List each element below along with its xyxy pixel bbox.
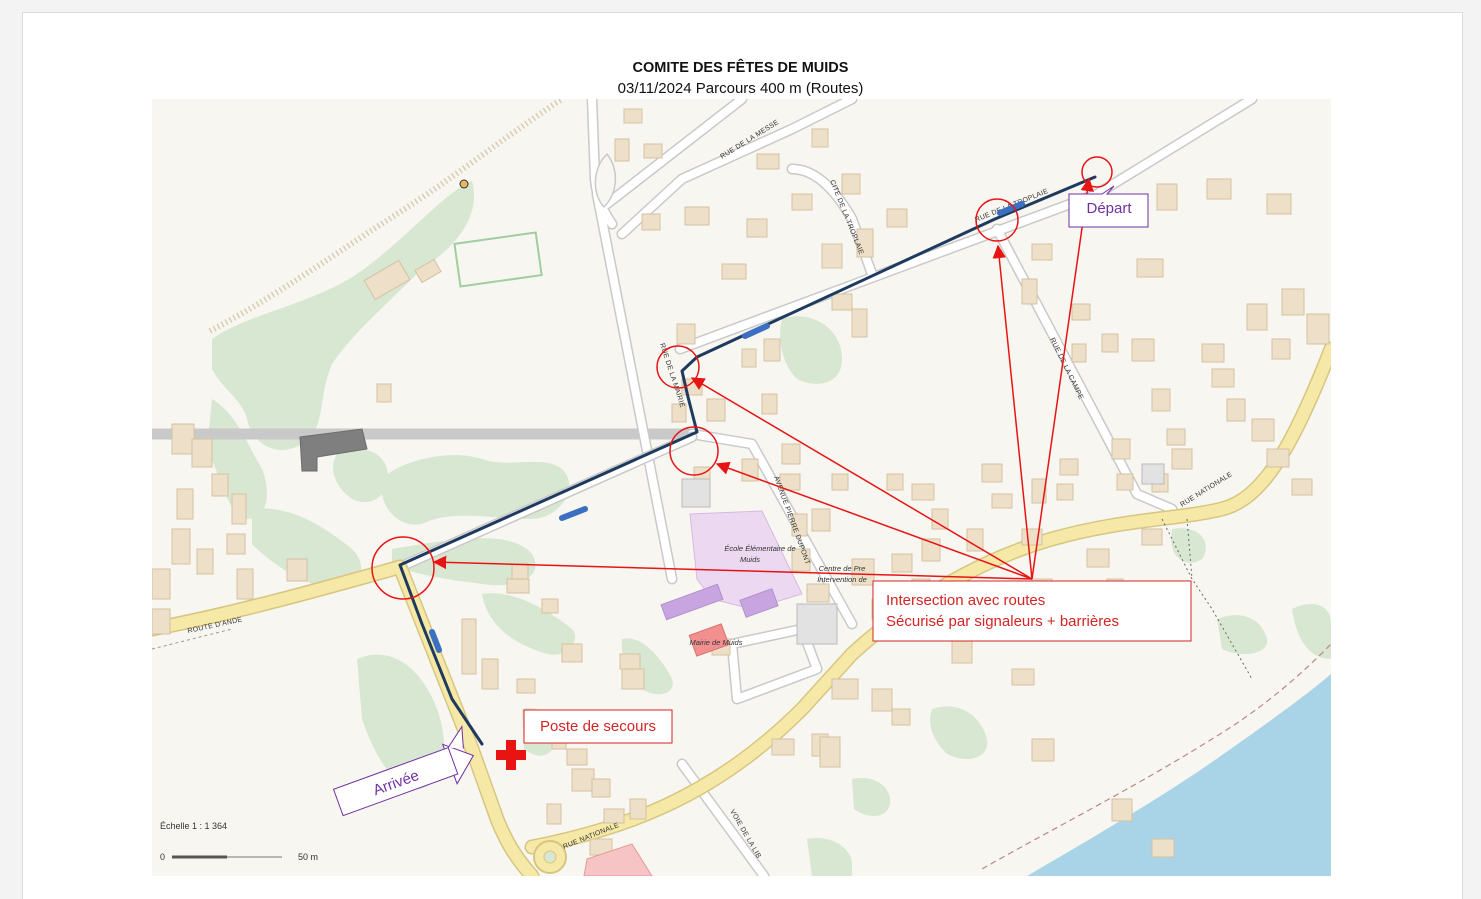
- callout-arrivee[interactable]: Arrivée: [328, 725, 480, 824]
- race-route: [398, 175, 1097, 746]
- institutional-buildings: [299, 428, 1165, 876]
- callout-depart[interactable]: Départ: [1068, 185, 1149, 228]
- first-aid-cross-icon: [496, 740, 526, 770]
- label-mairie: Mairie de Muids: [690, 638, 743, 647]
- document-title: COMITE DES FÊTES DE MUIDS: [632, 60, 849, 76]
- intersection-markers: [371, 156, 1113, 600]
- route-direction-arrow-3: [429, 629, 442, 653]
- route-direction-arrow-1: [742, 323, 770, 339]
- callout-intersection[interactable]: Intersection avec routes Sécurisé par si…: [872, 580, 1192, 642]
- label-centre-line1: Centre de Pre: [819, 564, 866, 573]
- scale-start: 0: [160, 852, 165, 862]
- marker-depart: [1081, 156, 1113, 188]
- river-seine: [1027, 674, 1331, 876]
- label-ecole-line1: École Élémentaire de: [724, 544, 795, 553]
- callout-intersection-line2: Sécurisé par signaleurs + barrières: [886, 613, 1119, 630]
- label-ecole-line2: Muids: [740, 555, 760, 564]
- callout-arrows: [432, 177, 1094, 580]
- route-direction-arrow-2: [559, 506, 588, 521]
- course-map[interactable]: RUE DE LA MESSE CITE DE LA TROPLAIE RUE …: [152, 99, 1331, 876]
- scale-label: Échelle 1 : 1 364: [160, 821, 227, 831]
- document-subtitle: 03/11/2024 Parcours 400 m (Routes): [617, 80, 864, 97]
- point-marker: [459, 179, 469, 189]
- marker-intersection-mairie-north: [656, 345, 700, 389]
- callout-poste-de-secours[interactable]: Poste de secours: [523, 709, 673, 744]
- scale-bar: Échelle 1 : 1 364 0 50 m: [160, 821, 318, 862]
- route-direction-arrow-4: [997, 201, 1025, 216]
- sports-field: [453, 231, 543, 288]
- callout-intersection-line1: Intersection avec routes: [886, 592, 1045, 609]
- marker-intersection-troplaie-campe: [975, 198, 1019, 242]
- main-roads: [152, 341, 1331, 876]
- callout-poste-de-secours-text: Poste de secours: [540, 718, 656, 735]
- scale-end: 50 m: [298, 852, 318, 862]
- label-centre-line2: Intervention de: [817, 575, 867, 584]
- marker-intersection-mairie-south: [669, 426, 719, 476]
- callout-depart-text: Départ: [1086, 200, 1132, 217]
- embankment: [208, 99, 564, 334]
